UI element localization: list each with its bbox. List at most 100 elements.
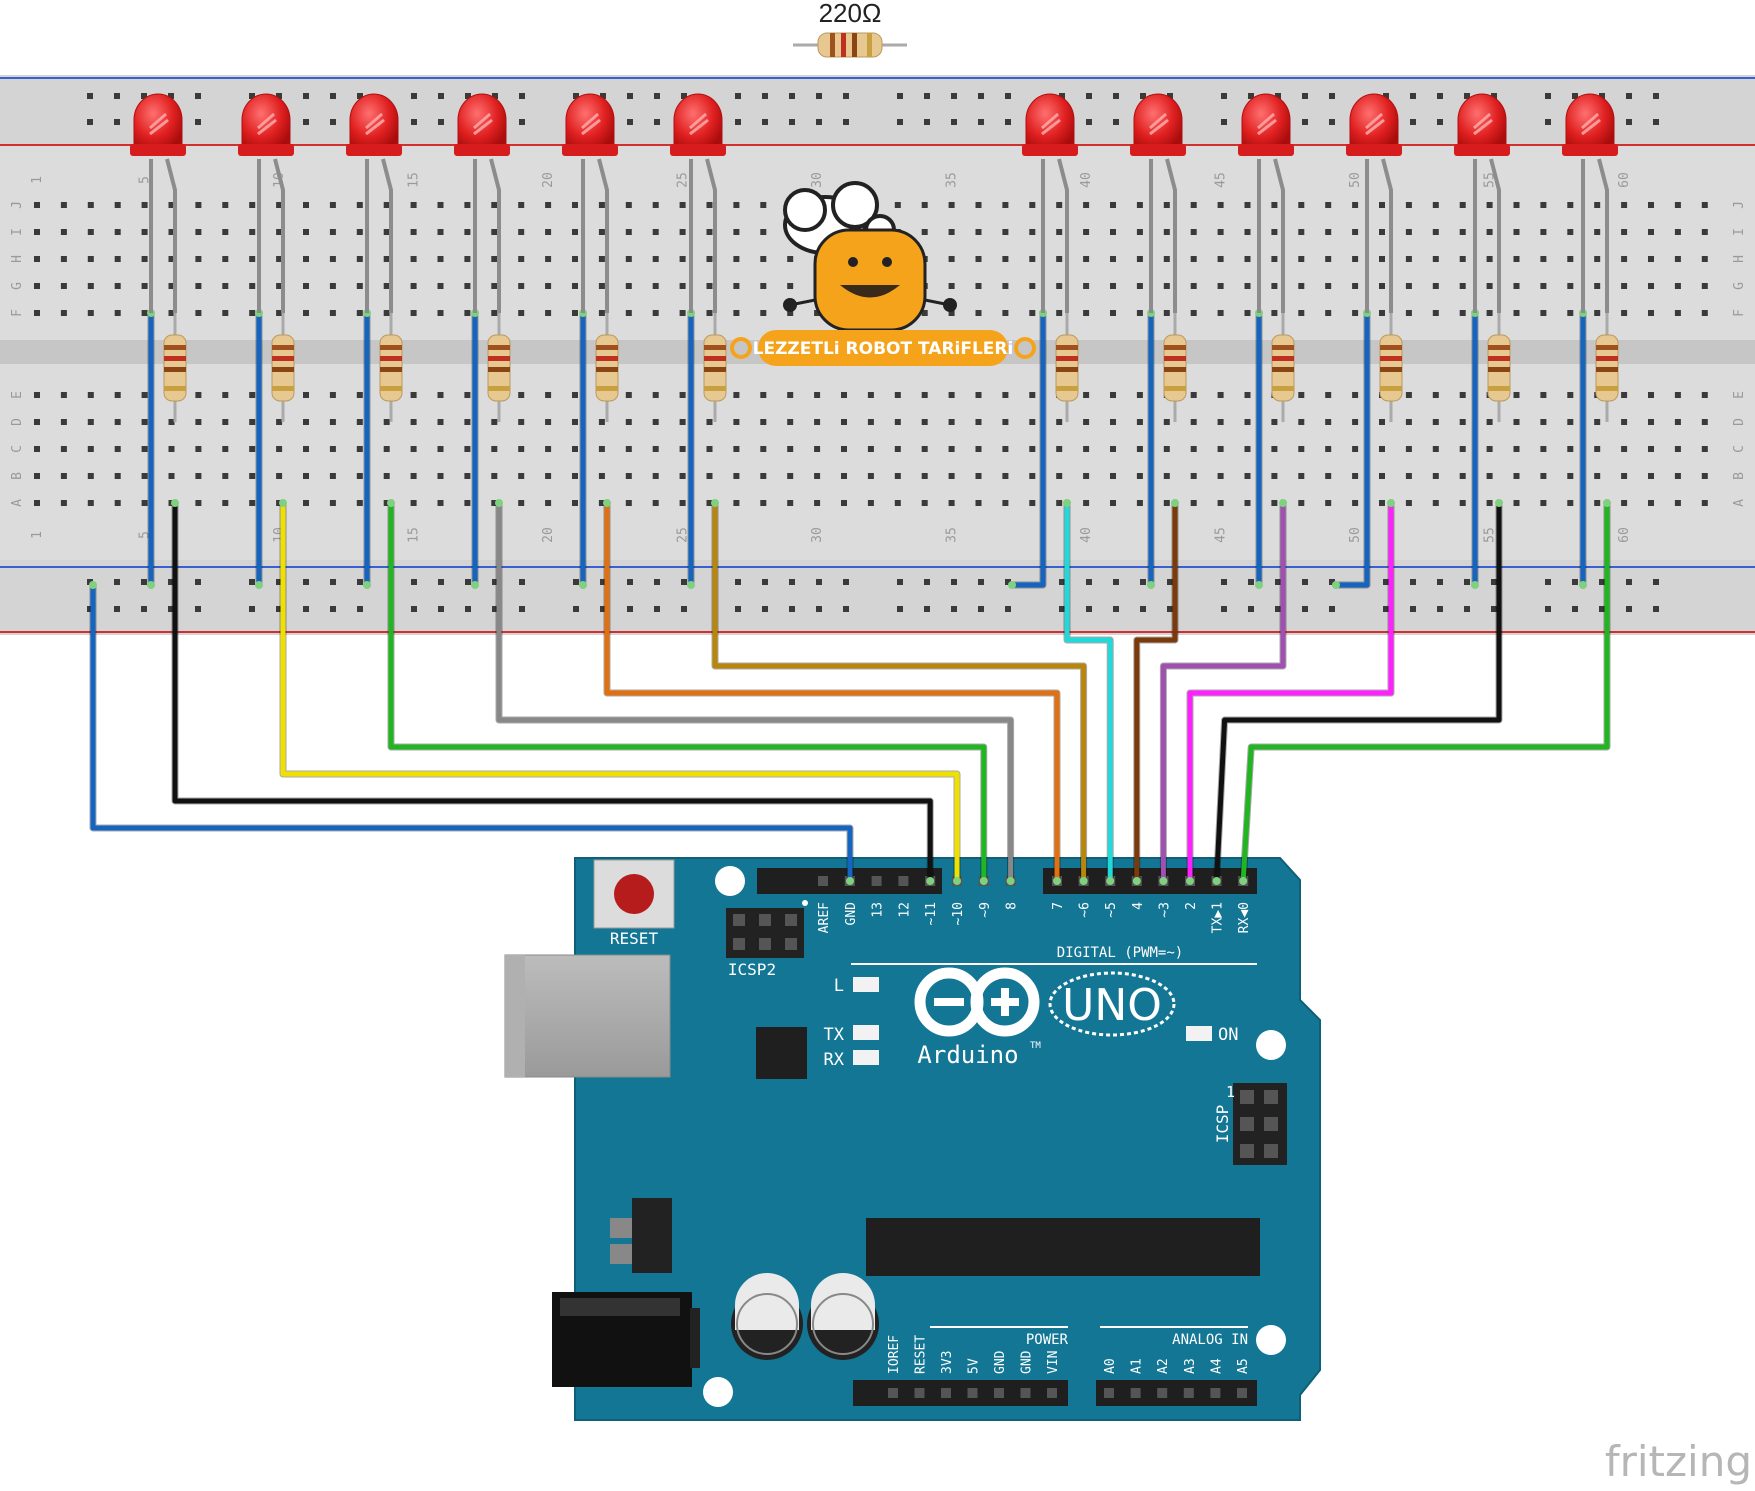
ground-jumper-wire-end <box>1008 581 1016 589</box>
resistor-band <box>1164 345 1186 350</box>
led-rim <box>1238 144 1294 156</box>
header-pin <box>888 1388 898 1398</box>
logo-text: LEZZETLi ROBOT TARiFLERi <box>753 339 1014 359</box>
pin-label: 7 <box>1051 902 1066 910</box>
header-pin <box>818 876 828 886</box>
power-header <box>853 1380 1068 1406</box>
led-highlight <box>257 112 277 136</box>
pin-label: RESET <box>914 1335 929 1374</box>
wire-led-12-end <box>1239 877 1248 885</box>
led-leg <box>381 158 393 313</box>
aref-dot <box>802 900 808 906</box>
model-name: UNO <box>1062 980 1162 1031</box>
column-number: 15 <box>407 172 422 188</box>
led-leg <box>1597 158 1609 313</box>
ground-jumper-wire-end <box>579 581 587 589</box>
column-number: 35 <box>945 527 960 543</box>
ground-jumper-wire-end <box>1147 581 1155 589</box>
led-highlight <box>473 112 493 136</box>
pin-label: 2 <box>1184 902 1199 910</box>
wire-led-9-end <box>1159 877 1168 885</box>
ground-jumper-wire <box>1009 310 1046 588</box>
resistor-band <box>1272 367 1294 372</box>
analog-label: ANALOG IN <box>1172 1332 1248 1348</box>
resistor-band <box>704 356 726 361</box>
resistor-band <box>704 386 726 391</box>
usb-chip <box>756 1027 807 1079</box>
analog-header <box>1096 1380 1257 1406</box>
wire-led-4-end <box>495 499 503 507</box>
led-highlight <box>1257 112 1277 136</box>
pin-label: A0 <box>1103 1358 1118 1374</box>
resistor-band <box>1488 367 1510 372</box>
wire-led-1 <box>172 500 933 884</box>
wire-led-10-end <box>1186 877 1194 885</box>
led-leg <box>1057 158 1069 313</box>
led-l-indicator <box>853 977 879 992</box>
header-pin <box>914 1388 925 1398</box>
wire-led-8-end <box>1132 877 1141 885</box>
wire-led-4-end <box>1006 877 1015 885</box>
column-number: 60 <box>1617 527 1632 543</box>
led-on-indicator <box>1186 1026 1212 1041</box>
resistor-band <box>704 345 726 350</box>
pin-label: 5V <box>967 1358 982 1374</box>
wire-led-3 <box>388 500 987 884</box>
power-label: POWER <box>1026 1332 1069 1348</box>
header-pin <box>1020 1388 1031 1398</box>
mount-hole <box>703 1377 733 1407</box>
capacitor <box>807 1273 879 1360</box>
row-letter: J <box>1732 201 1747 209</box>
led-rim <box>1022 144 1078 156</box>
pin-label: 12 <box>897 902 912 918</box>
digital-header-right <box>1043 868 1257 894</box>
wire-layer <box>89 309 1611 885</box>
wire-gnd-end <box>89 581 97 589</box>
ground-jumper-wire-end <box>471 581 479 589</box>
wire-led-6-end <box>711 499 719 507</box>
pin-label: 4 <box>1131 902 1146 910</box>
row-letter: C <box>10 445 25 453</box>
pin-label: 8 <box>1005 902 1020 910</box>
ground-jumper-wire-end <box>1471 581 1479 589</box>
uno-badge <box>1048 971 1176 1037</box>
resistor-band <box>272 367 294 372</box>
led-leg <box>489 158 501 313</box>
row-letter: I <box>1732 228 1747 236</box>
pin-label: ~6 <box>1078 902 1093 918</box>
led-highlight <box>1149 112 1169 136</box>
pin-label: GND <box>844 902 859 926</box>
column-number: 50 <box>1348 527 1363 543</box>
column-number: 25 <box>676 172 691 188</box>
header-pin <box>941 1388 951 1398</box>
resistor-band <box>1272 386 1294 391</box>
row-letter: D <box>1732 418 1747 426</box>
wire-gnd <box>90 582 853 884</box>
resistor-band <box>380 356 402 361</box>
led-rim <box>562 144 618 156</box>
resistor-band <box>164 367 186 372</box>
column-number: 25 <box>676 527 691 543</box>
led-rim <box>454 144 510 156</box>
column-number: 20 <box>541 527 556 543</box>
resistor-band <box>1056 367 1078 372</box>
led-on-label: ON <box>1218 1025 1238 1045</box>
resistor-band <box>488 367 510 372</box>
ground-jumper-wire-end <box>1332 581 1340 589</box>
resistor-band <box>1164 367 1186 372</box>
pin-label: AREF <box>817 902 832 933</box>
row-letter: E <box>10 391 25 399</box>
led-rim <box>346 144 402 156</box>
reset-button[interactable] <box>593 859 675 929</box>
led-highlight <box>1581 112 1601 136</box>
pin-label: ~3 <box>1157 902 1172 918</box>
ground-jumper-wire-end <box>1579 581 1587 589</box>
resistor-band <box>164 386 186 391</box>
column-number: 35 <box>945 172 960 188</box>
wire-led-1-end <box>171 499 179 507</box>
dc-power-jack <box>552 1292 700 1387</box>
wire-led-5 <box>604 500 1060 884</box>
pin-label: A3 <box>1183 1358 1198 1374</box>
wire-led-2-end <box>953 877 961 885</box>
arduino-brand: Arduino <box>917 1041 1018 1069</box>
